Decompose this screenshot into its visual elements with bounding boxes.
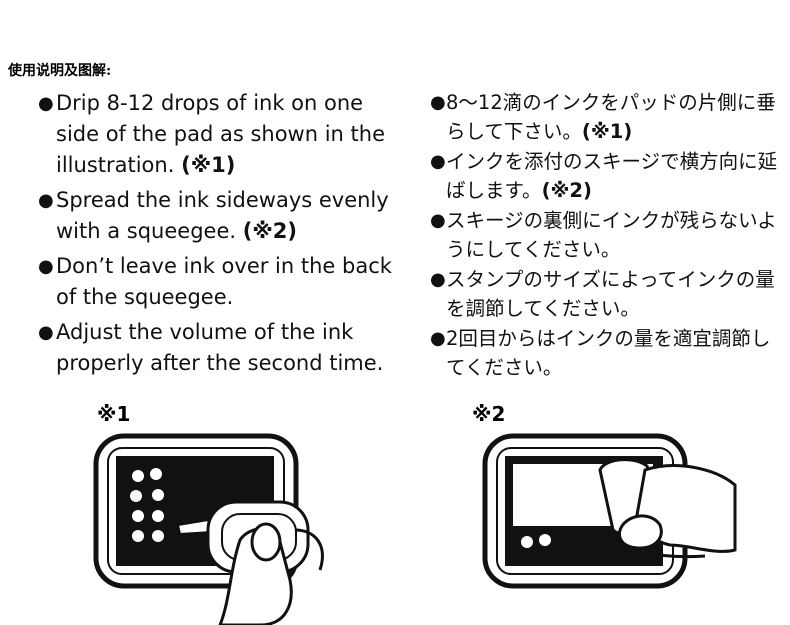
bullet-icon: ● [430,269,446,290]
japanese-step-2-mark: (※2) [541,179,592,202]
bullet-icon: ● [430,92,446,113]
japanese-step-1-text: 8～12滴のインクをパッドの片側に垂らして下さい。 [446,91,776,143]
japanese-instructions: ● 8～12滴のインクをパッドの片側に垂らして下さい。(※1) ● インクを添付… [430,88,780,383]
bullet-icon: ● [38,322,54,343]
bullet-icon: ● [38,93,54,114]
english-instructions: ● Drip 8-12 drops of ink on one side of … [38,88,398,383]
bullet-icon: ● [430,210,446,231]
figure-1-drip-ink-illustration [93,433,324,625]
figure-2-label: ※2 [472,402,506,426]
english-step-1-mark: (※1) [181,153,236,177]
english-step-1: ● Drip 8-12 drops of ink on one side of … [38,88,398,181]
english-step-1-text: Drip 8-12 drops of ink on one side of th… [56,91,385,177]
japanese-step-5-text: 2回目からはインクの量を適宜調節してください。 [446,327,771,379]
english-step-2: ● Spread the ink sideways evenly with a … [38,185,398,247]
bullet-icon: ● [430,328,446,349]
japanese-step-5: ● 2回目からはインクの量を適宜調節してください。 [430,324,780,382]
japanese-step-1-mark: (※1) [581,120,633,143]
english-step-3-text: Don’t leave ink over in the back of the … [56,254,392,309]
bullet-icon: ● [38,256,54,277]
japanese-step-2-text: インクを添付のスキージで横方向に延ばします。 [446,150,778,202]
bullet-icon: ● [430,151,446,172]
japanese-step-1: ● 8～12滴のインクをパッドの片側に垂らして下さい。(※1) [430,88,780,146]
figure-1-label: ※1 [97,402,131,426]
english-step-4-text: Adjust the volume of the ink properly af… [56,320,384,375]
japanese-step-2: ● インクを添付のスキージで横方向に延ばします。(※2) [430,147,780,205]
japanese-step-4: ● スタンプのサイズによってインクの量を調節してください。 [430,265,780,323]
instructions-heading: 使用说明及图解: [8,63,112,79]
figure-2-spread-ink-illustration [482,433,737,589]
japanese-step-4-text: スタンプのサイズによってインクの量を調節してください。 [446,268,775,320]
japanese-step-3-text: スキージの裏側にインクが残らないようにしてください。 [446,209,777,261]
english-step-3: ● Don’t leave ink over in the back of th… [38,251,398,313]
english-step-4: ● Adjust the volume of the ink properly … [38,317,398,379]
japanese-step-3: ● スキージの裏側にインクが残らないようにしてください。 [430,206,780,264]
english-step-2-mark: (※2) [242,219,297,243]
english-step-2-text: Spread the ink sideways evenly with a sq… [56,188,389,243]
bullet-icon: ● [38,190,54,211]
